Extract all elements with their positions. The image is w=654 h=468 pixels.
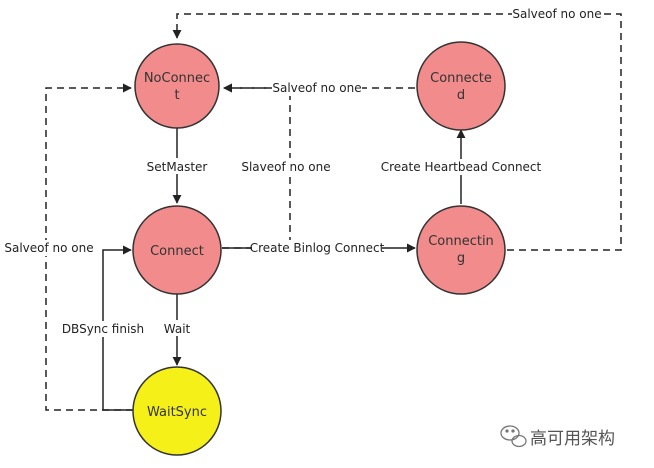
label-dbsync-finish: DBSync finish xyxy=(62,322,144,336)
node-waitsync: WaitSync xyxy=(132,366,222,456)
label-create-heartbeat: Create Heartbead Connect xyxy=(381,160,542,174)
node-noconnect-label-line1: NoConnec xyxy=(144,71,210,86)
node-noconnect-label-line2: t xyxy=(174,88,179,103)
node-connect-label: Connect xyxy=(150,244,204,259)
node-connecting-label-line2: g xyxy=(457,251,465,266)
label-slaveof-connect: Slaveof no one xyxy=(241,160,330,174)
node-noconnect: NoConnec t xyxy=(134,43,220,129)
node-connected: Connecte d xyxy=(416,41,506,131)
label-setmaster: SetMaster xyxy=(147,160,208,174)
label-wait: Wait xyxy=(164,322,191,336)
node-waitsync-label: WaitSync xyxy=(147,405,207,420)
node-connected-label-line2: d xyxy=(457,88,465,103)
edge-salveof-connecting xyxy=(172,13,622,251)
node-connecting: Connectin g xyxy=(416,205,506,295)
label-salveof-connected: Salveof no one xyxy=(272,81,361,95)
node-connected-label-line1: Connecte xyxy=(430,71,492,86)
wechat-icon xyxy=(500,425,527,448)
label-salveof-connecting: Salveof no one xyxy=(512,7,601,21)
watermark-text: 高可用架构 xyxy=(530,429,615,449)
watermark: 高可用架构 xyxy=(500,425,615,449)
label-create-binlog: Create Binlog Connect xyxy=(250,241,385,255)
node-connect: Connect xyxy=(132,205,222,295)
node-connecting-label-line1: Connectin xyxy=(428,234,494,249)
label-salveof-waitsync: Salveof no one xyxy=(4,241,93,255)
